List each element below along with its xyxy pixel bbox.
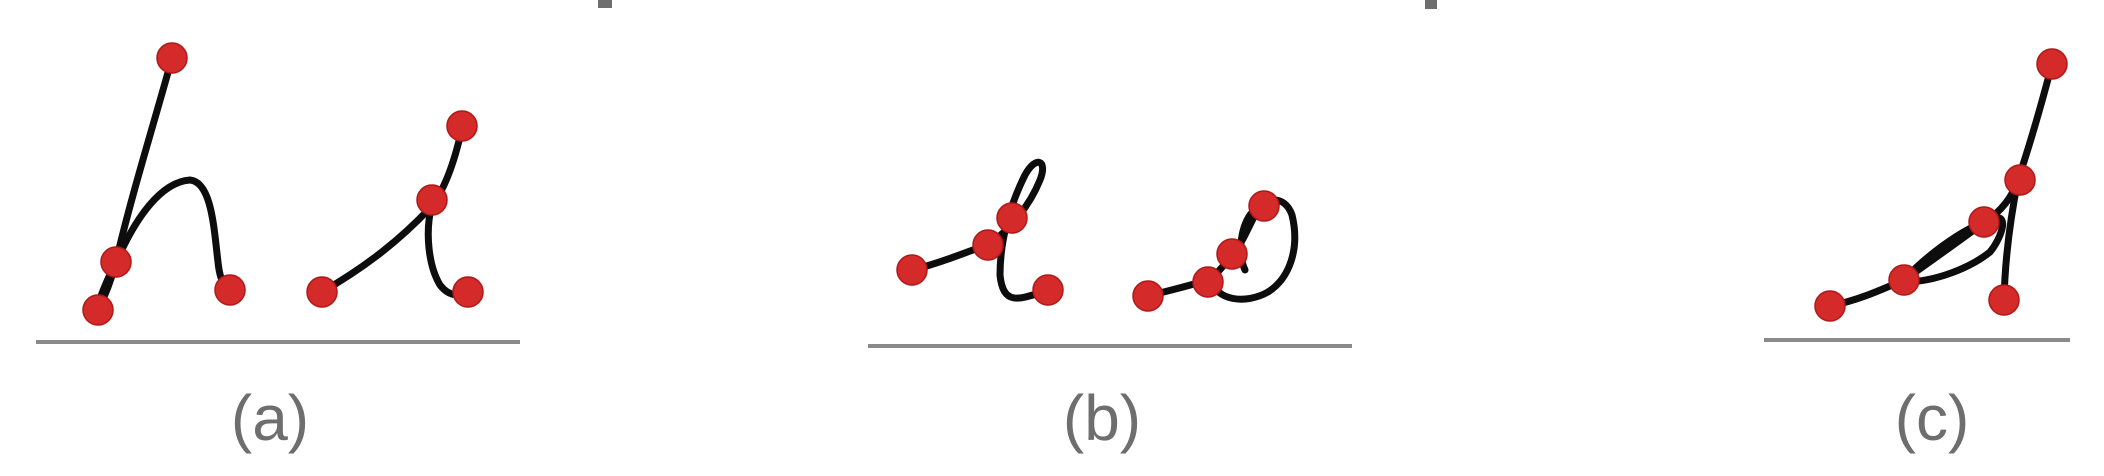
keypoint-marker: [1032, 274, 1064, 306]
panel-b: (b): [868, 159, 1352, 454]
keypoints-a: [82, 42, 484, 326]
keypoint-marker: [446, 110, 478, 142]
keypoint-marker: [452, 276, 484, 308]
keypoint-marker: [896, 254, 928, 286]
keypoint-marker: [1814, 290, 1846, 322]
keypoint-marker: [100, 246, 132, 278]
keypoint-marker: [416, 184, 448, 216]
keypoint-marker: [82, 294, 114, 326]
keypoint-marker: [156, 42, 188, 74]
panel-a: (a): [36, 42, 520, 454]
keypoints-b: [896, 190, 1280, 312]
keypoint-marker: [1988, 284, 2020, 316]
keypoint-marker: [1888, 264, 1920, 296]
keypoint-marker: [972, 229, 1004, 261]
keypoint-marker: [1132, 280, 1164, 312]
keypoints-c: [1814, 48, 2068, 322]
keypoint-marker: [996, 202, 1028, 234]
panel-c: (c): [1764, 48, 2070, 454]
keypoint-marker: [1216, 238, 1248, 270]
caption-a: (a): [231, 382, 309, 454]
handwritten-stroke-l: [318, 124, 472, 299]
handwritten-stroke-e: [908, 159, 1047, 302]
caption-b: (b): [1063, 382, 1141, 454]
cropped-top-text: [598, 0, 1437, 9]
keypoint-marker: [1248, 190, 1280, 222]
keypoint-marker: [1192, 266, 1224, 298]
caption-c: (c): [1895, 382, 1970, 454]
keypoint-marker: [214, 274, 246, 306]
keypoint-marker: [2004, 164, 2036, 196]
keypoint-marker: [2036, 48, 2068, 80]
keypoint-marker: [306, 276, 338, 308]
keypoint-marker: [1968, 206, 2000, 238]
